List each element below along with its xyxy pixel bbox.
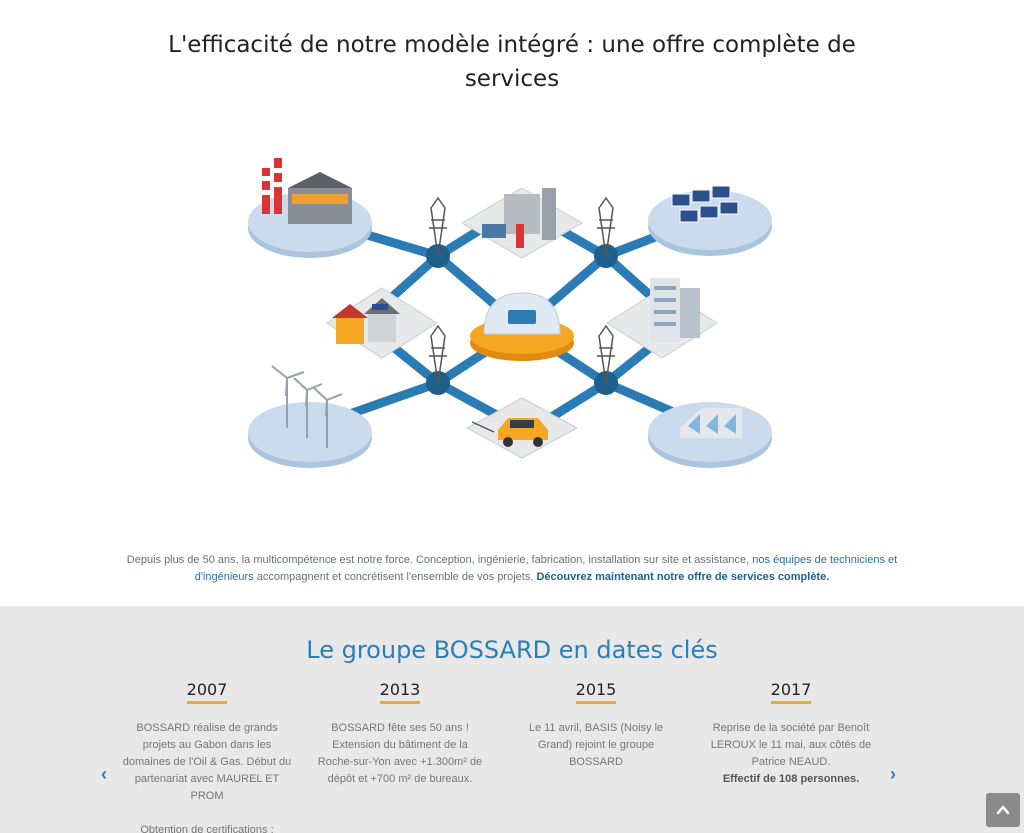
scroll-to-top-button[interactable] <box>986 793 1020 827</box>
date-year: 2017 <box>770 680 812 704</box>
chevron-up-icon <box>996 805 1010 815</box>
intro-paragraph: Depuis plus de 50 ans, la multicompétenc… <box>120 552 904 586</box>
dates-carousel: 2007 BOSSARD réalise de grands projets a… <box>120 680 904 833</box>
date-year: 2015 <box>575 680 617 704</box>
date-description: BOSSARD fête ses 50 ans ! Extension du b… <box>317 722 483 785</box>
network-diagram-svg <box>248 158 772 468</box>
title-section: L'efficacité de notre modèle intégré : u… <box>0 28 1024 96</box>
key-dates-section: Le groupe BOSSARD en dates clés ‹ › 2007… <box>0 606 1024 833</box>
date-card: 2007 BOSSARD réalise de grands projets a… <box>122 680 292 833</box>
page-title: L'efficacité de notre modèle intégré : u… <box>168 32 856 92</box>
intro-text-after: accompagnent et concrétisent l'ensemble … <box>253 571 537 583</box>
carousel-prev-arrow[interactable]: ‹ <box>101 764 107 784</box>
energy-network-illustration <box>232 128 792 488</box>
date-card: 2015 Le 11 avril, BASIS (Noisy le Grand)… <box>511 680 681 771</box>
services-cta-link[interactable]: Découvrez maintenant notre offre de serv… <box>536 571 830 583</box>
date-card: 2013 BOSSARD fête ses 50 ans ! Extension… <box>315 680 485 788</box>
date-bold-text: Effectif de 108 personnes. <box>706 771 876 788</box>
date-extra: Obtention de certifications : <box>140 824 274 833</box>
date-year: 2007 <box>186 680 228 704</box>
key-dates-title: Le groupe BOSSARD en dates clés <box>306 636 718 664</box>
staff-count-text: Effectif de 108 personnes. <box>722 773 860 785</box>
carousel-next-arrow[interactable]: › <box>890 764 896 784</box>
date-description: BOSSARD réalise de grands projets au Gab… <box>122 722 292 802</box>
date-card: 2017 Reprise de la société par Benoît LE… <box>706 680 876 788</box>
date-description: Reprise de la société par Benoît LEROUX … <box>710 722 872 768</box>
intro-text-before: Depuis plus de 50 ans, la multicompétenc… <box>126 554 753 566</box>
date-year: 2013 <box>379 680 421 704</box>
date-description: Le 11 avril, BASIS (Noisy le Grand) rejo… <box>528 722 664 768</box>
teams-link[interactable]: nos équipes de techniciens et d'ingénieu… <box>194 554 898 583</box>
